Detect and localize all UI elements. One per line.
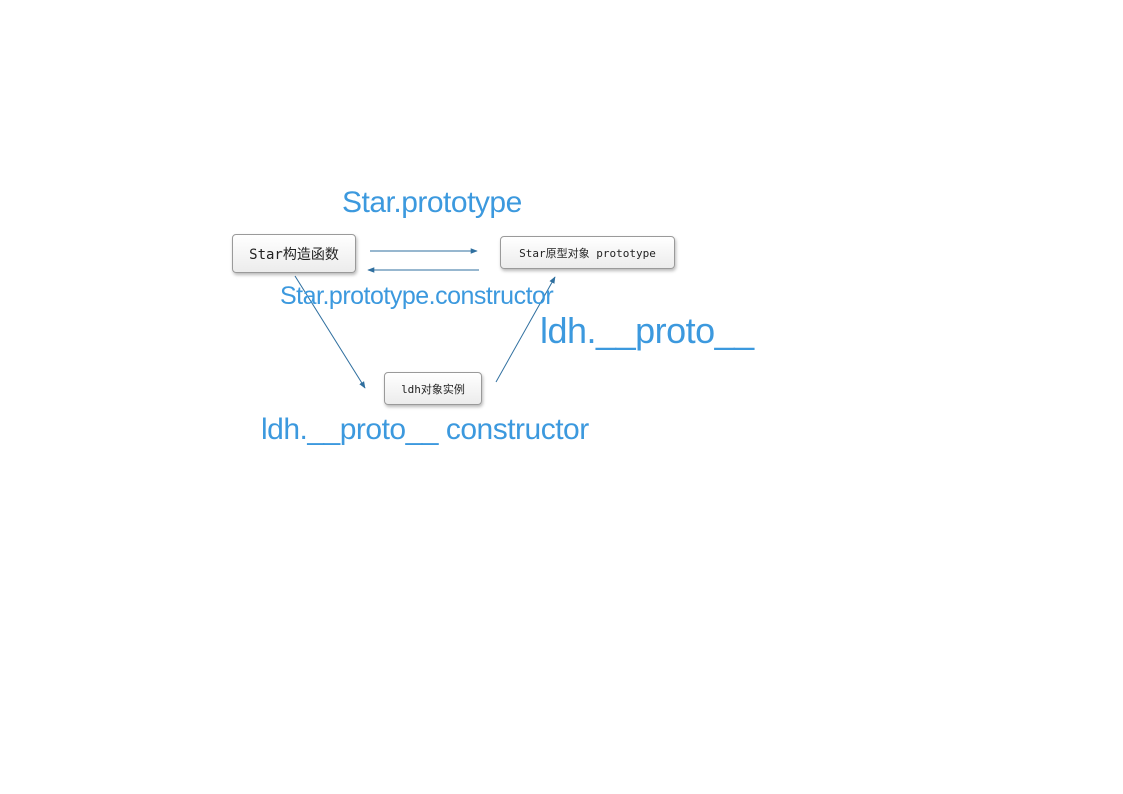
node-star-constructor-label: Star构造函数 bbox=[249, 246, 339, 263]
arrow-constructor-to-instance bbox=[294, 275, 366, 389]
label-star-prototype: Star.prototype bbox=[342, 186, 522, 219]
label-ldh-proto-constructor: ldh.__proto__ constructor bbox=[261, 413, 589, 446]
node-star-constructor: Star构造函数 bbox=[232, 234, 356, 273]
label-ldh-proto: ldh.__proto__ bbox=[540, 310, 754, 351]
node-star-prototype-object: Star原型对象 prototype bbox=[500, 236, 675, 269]
node-star-prototype-object-label: Star原型对象 prototype bbox=[519, 246, 656, 260]
node-ldh-instance: ldh对象实例 bbox=[384, 372, 482, 405]
label-star-prototype-constructor: Star.prototype.constructor bbox=[280, 282, 554, 310]
node-ldh-instance-label: ldh对象实例 bbox=[401, 382, 465, 396]
arrow-instance-to-prototype bbox=[495, 276, 556, 383]
